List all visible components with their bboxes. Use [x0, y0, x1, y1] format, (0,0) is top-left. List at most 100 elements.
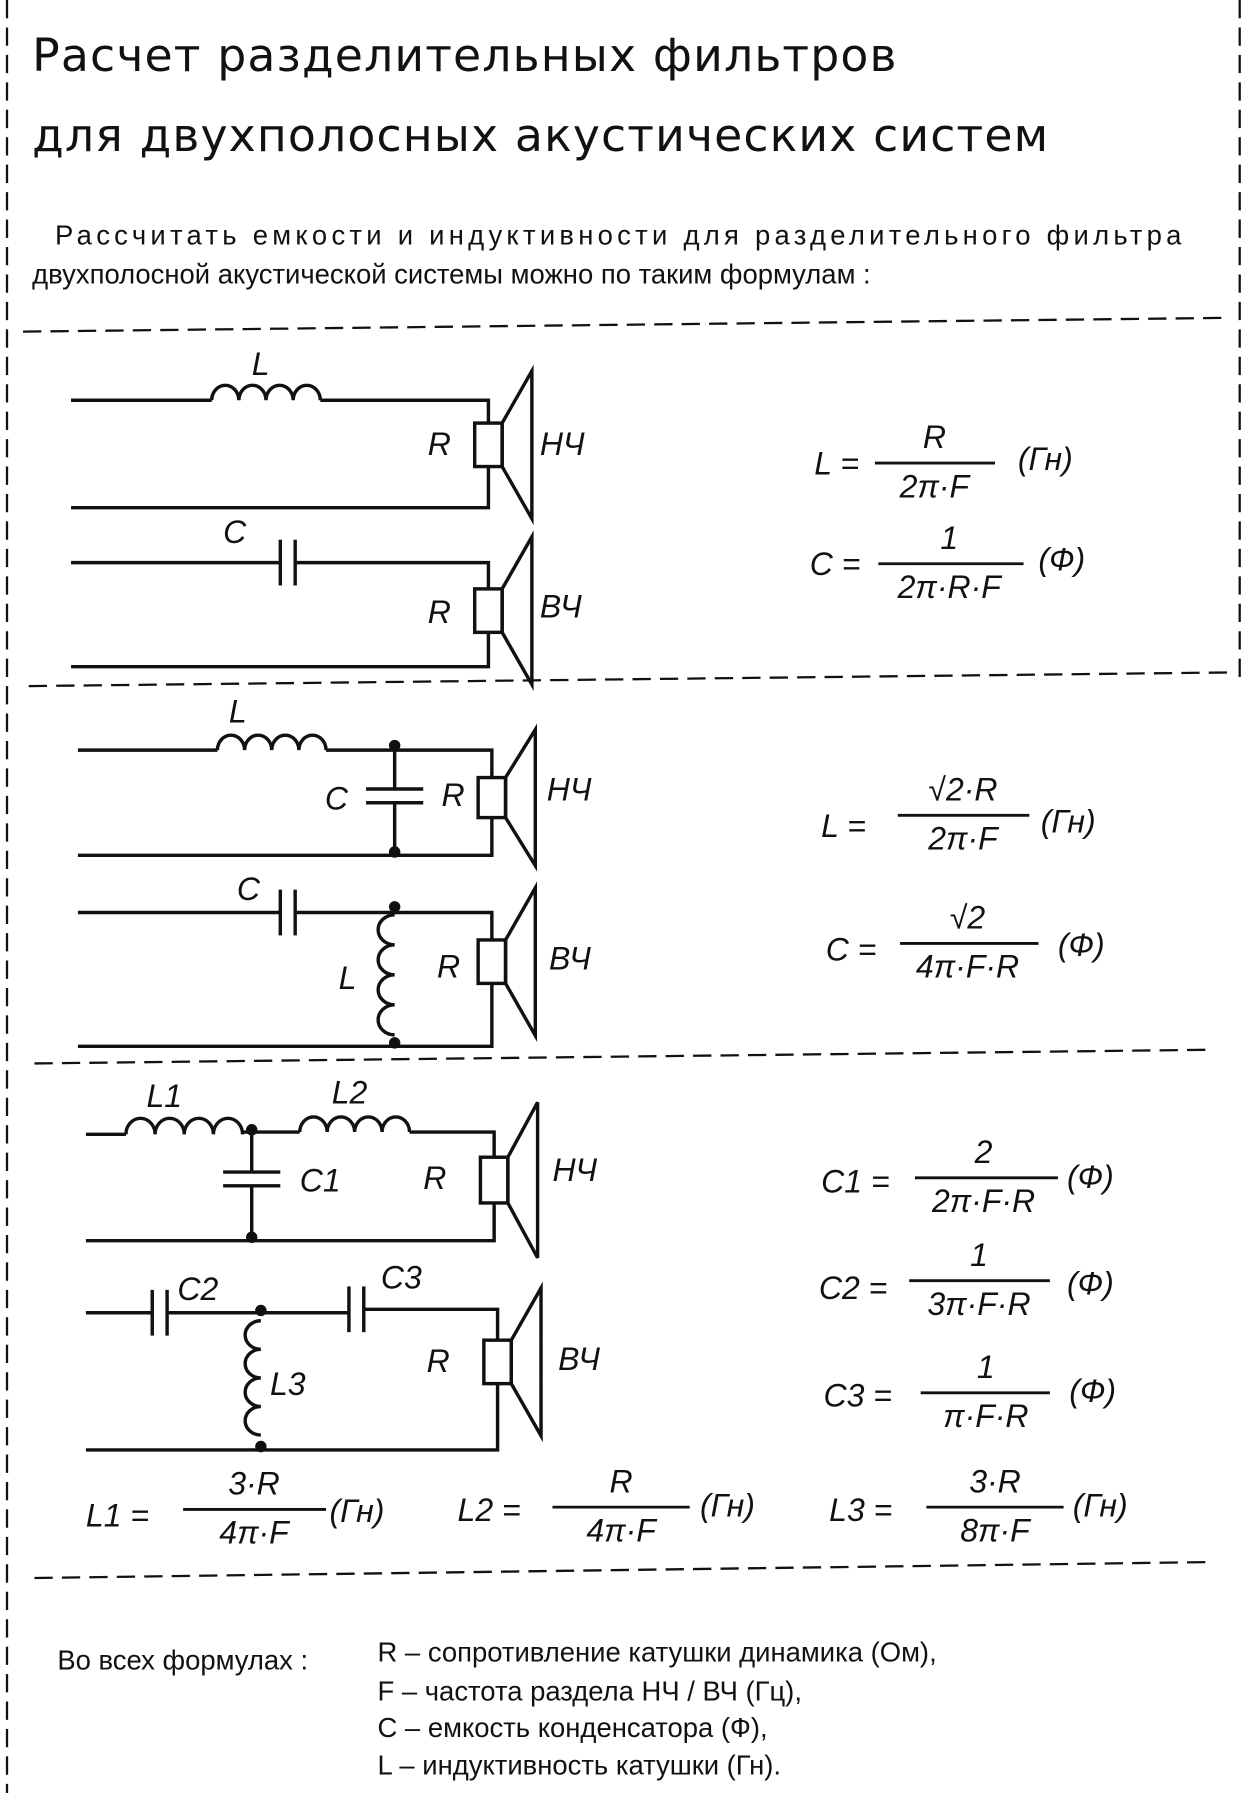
inductor-coil-icon — [376, 913, 395, 1037]
formula-denominator: 2π·R·F — [897, 569, 1004, 605]
wire — [71, 632, 491, 669]
label-C: C — [325, 781, 349, 817]
formula-lhs: C3 = — [823, 1377, 891, 1413]
formula-denominator: 4π·F — [586, 1512, 658, 1548]
section-2-labels: L C R НЧ C L R ВЧ — [229, 694, 592, 996]
label-C2: C2 — [177, 1271, 218, 1307]
wire — [77, 983, 494, 1049]
formula-unit: (Гн) — [1041, 803, 1096, 839]
label-R: R — [437, 949, 460, 985]
junction-node — [388, 901, 401, 913]
divider — [34, 1560, 1213, 1580]
formula-denominator: 4π·F — [219, 1515, 291, 1551]
circuit-diagrams — [71, 364, 543, 1453]
formula: L3 =3·R8π·F(Гн) — [829, 1463, 1127, 1548]
formula-denominator: 8π·F — [960, 1512, 1032, 1548]
formula-numerator: 2 — [974, 1134, 993, 1170]
legend-item: С – емкость конденсатора (Ф), — [378, 1712, 768, 1743]
formula-unit: (Гн) — [329, 1493, 384, 1529]
label-low-freq: НЧ — [552, 1152, 597, 1188]
legend-item: F – частота раздела НЧ / ВЧ (Гц), — [378, 1675, 802, 1706]
formula: C =√24π·F·R(Ф) — [826, 900, 1105, 985]
label-R: R — [442, 777, 465, 813]
wire — [71, 466, 491, 510]
speaker-icon — [472, 530, 534, 691]
intro-line-1: Рассчитать емкости и индуктивности для р… — [55, 220, 1182, 251]
formula-unit: (Гн) — [1073, 1487, 1128, 1523]
formula: L =√2·R2π·F(Гн) — [821, 771, 1095, 856]
formula-denominator: 3π·F·R — [927, 1286, 1030, 1322]
wire — [320, 398, 491, 424]
formula-denominator: π·F·R — [943, 1398, 1028, 1434]
page-borders — [5, 0, 1241, 1793]
label-L1: L1 — [147, 1078, 183, 1114]
wire — [326, 748, 494, 778]
label-C1: C1 — [300, 1163, 341, 1199]
formula-denominator: 2π·F — [927, 821, 1000, 857]
formula-unit: (Ф) — [1069, 1373, 1116, 1409]
intro-line-2: двухполосной акустической системы можно … — [32, 259, 871, 290]
speaker-icon — [478, 1101, 540, 1259]
formula-denominator: 2π·F — [899, 468, 972, 504]
formula-numerator: 1 — [970, 1237, 988, 1273]
formula-lhs: C = — [826, 932, 877, 968]
formula-unit: (Ф) — [1058, 927, 1105, 963]
formula-unit: (Ф) — [1067, 1159, 1114, 1195]
label-L3: L3 — [270, 1366, 306, 1402]
inductor-coil-icon — [124, 1116, 245, 1135]
formula-numerator: 1 — [977, 1349, 995, 1385]
formula-unit: (Гн) — [1018, 441, 1073, 477]
wire — [295, 910, 494, 940]
label-L: L — [252, 346, 270, 382]
formula-numerator: √2·R — [928, 771, 997, 807]
formula-lhs: C1 = — [821, 1164, 889, 1200]
formula-numerator: 1 — [940, 520, 958, 556]
wire — [85, 1202, 496, 1243]
formula-lhs: L = — [814, 446, 859, 482]
formula-unit: (Ф) — [1067, 1265, 1114, 1301]
label-C: C — [223, 514, 247, 550]
label-L: L — [339, 960, 357, 996]
formula-unit: (Гн) — [700, 1487, 755, 1523]
formulas: L = R 2π·F (Гн) C = 1 2π·R·F (Ф) L = √2·R 2π·F (Гн)… — [86, 419, 1128, 1550]
wire — [409, 1130, 496, 1158]
formula-lhs: L3 = — [829, 1492, 892, 1528]
formula-unit: (Ф) — [1038, 542, 1085, 578]
label-R: R — [427, 1343, 450, 1379]
wire — [363, 1307, 500, 1341]
speaker-icon — [476, 881, 538, 1043]
label-R: R — [428, 426, 451, 462]
label-high-freq: ВЧ — [540, 588, 582, 624]
formula-denominator: 2π·F·R — [931, 1183, 1035, 1219]
formula-numerator: R — [923, 419, 946, 455]
label-C: C — [237, 871, 261, 907]
divider — [23, 316, 1224, 333]
inductor-coil-icon — [215, 733, 328, 751]
title-line-2: для двухполосных акустических систем — [32, 109, 1049, 162]
label-R: R — [423, 1160, 446, 1196]
formula: C2 = 1 3π·F·R (Ф) — [819, 1237, 1114, 1322]
formula: C3 = 1 π·F·R (Ф) — [823, 1349, 1116, 1434]
formula-numerator: √2 — [950, 900, 986, 936]
section-1-labels: L R НЧ C R ВЧ — [223, 346, 585, 630]
formula-lhs: L1 = — [86, 1498, 149, 1534]
formula: C1 = 2 2π·F·R (Ф) — [821, 1134, 1114, 1219]
formula-lhs: L2 = — [458, 1492, 521, 1528]
inductor-coil-icon — [298, 1115, 412, 1133]
formula-numerator: 3·R — [228, 1466, 280, 1502]
inductor-coil-icon — [209, 383, 323, 401]
label-C3: C3 — [381, 1260, 422, 1296]
legend-item: L – индуктивность катушки (Гн). — [378, 1750, 782, 1781]
label-low-freq: НЧ — [540, 426, 585, 462]
section-3-labels: L1 L2 C1 R НЧ C2 C3 L3 R ВЧ — [147, 1074, 601, 1402]
formula-numerator: R — [610, 1463, 633, 1499]
formula: C = 1 2π·R·F (Ф) — [810, 520, 1085, 605]
wire — [77, 817, 494, 858]
formula: L = R 2π·F (Гн) — [814, 419, 1072, 504]
formula-lhs: C2 = — [819, 1270, 887, 1306]
wire — [85, 1383, 500, 1452]
legend-item: R – сопротивление катушки динамика (Ом), — [378, 1636, 937, 1667]
formula-lhs: C = — [810, 546, 861, 582]
formula: L2 = R 4π·F (Гн) — [458, 1463, 755, 1548]
